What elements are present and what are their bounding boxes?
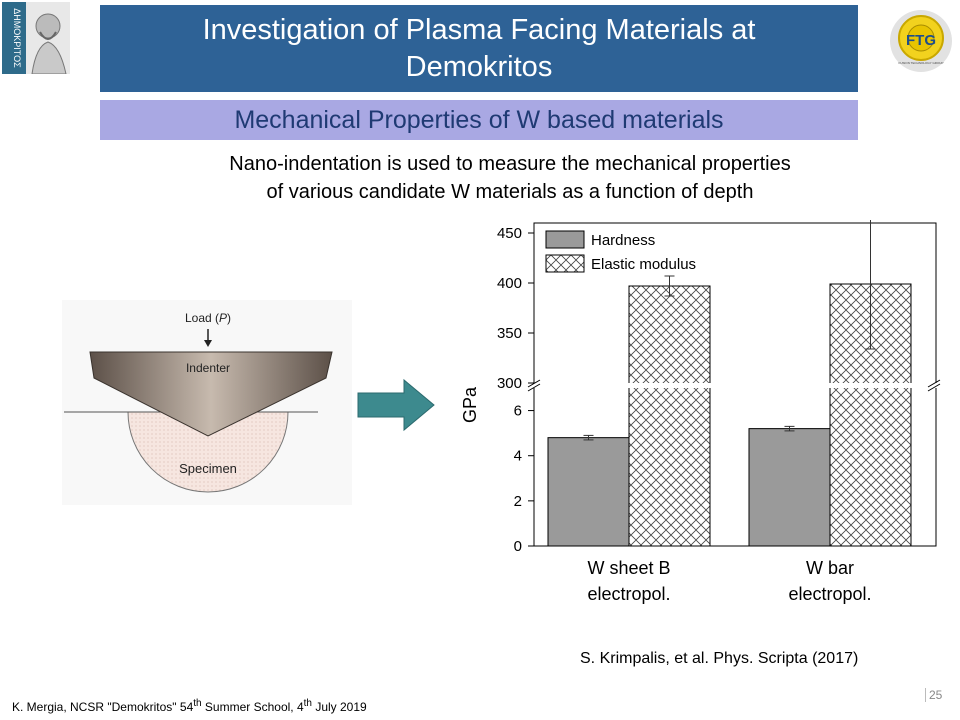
y-tick-label-lower-2: 4	[514, 448, 522, 465]
y-tick-label-upper-3: 450	[497, 225, 522, 242]
indenter-shape	[89, 351, 333, 437]
right-arrow-icon	[356, 378, 436, 433]
bar-elastic-modulus-0	[628, 285, 711, 547]
section-subtitle-text: Mechanical Properties of W based materia…	[234, 106, 724, 134]
legend-swatch-elastic-modulus	[545, 254, 585, 273]
y-tick-label-upper-0: 300	[497, 375, 522, 392]
axis-break-mark-b-1	[927, 383, 941, 392]
x-tick-label-1-1: electropol.	[788, 584, 871, 604]
bar-hardness-1	[748, 428, 831, 547]
axis-break-mark-a-1	[927, 379, 941, 388]
page-number: 25	[925, 688, 942, 702]
page-title: Investigation of Plasma Facing Materials…	[100, 5, 858, 92]
y-tick-label-upper-2: 400	[497, 275, 522, 292]
demokritos-logo: ΔΗΜΟΚΡΙΤΟΣ	[2, 2, 70, 75]
section-subtitle: Mechanical Properties of W based materia…	[100, 100, 858, 140]
y-tick-label-lower-3: 6	[514, 403, 522, 420]
indenter-label: Indenter	[186, 361, 230, 375]
axis-break-gap	[526, 383, 946, 388]
specimen-shape	[127, 411, 289, 493]
intro-line-2: of various candidate W materials as a fu…	[266, 181, 754, 203]
logo-left-text: ΔΗΜΟΚΡΙΤΟΣ	[12, 8, 22, 68]
legend-label-hardness: Hardness	[591, 232, 655, 249]
intro-line-1: Nano-indentation is used to measure the …	[229, 153, 791, 175]
bar-hardness-0	[547, 437, 630, 547]
y-tick-label-lower-1: 2	[514, 493, 522, 510]
ftg-logo-text: FTG	[906, 32, 936, 49]
gpa-bar-chart: 0 2 4 6 300 350 400 450 Hardness Elastic modulu…	[456, 218, 956, 620]
nanoindentation-diagram: Indenter Specimen Load (P)	[62, 300, 352, 505]
y-tick-label-upper-1: 350	[497, 325, 522, 342]
footer-text: K. Mergia, NCSR "Demokritos" 54th Summer…	[12, 698, 367, 714]
x-tick-label-0-0: W sheet B	[587, 558, 670, 578]
page-title-text: Investigation of Plasma Facing Materials…	[202, 13, 756, 83]
ftg-logo: FTG FUSION TECHNOLOGY GROUP	[886, 8, 956, 74]
chart-legend: Hardness Elastic modulus	[545, 230, 696, 273]
legend-swatch-hardness	[545, 230, 585, 249]
x-tick-label-0-1: electropol.	[587, 584, 670, 604]
x-tick-label-1-0: W bar	[806, 558, 854, 578]
intro-text: Nano-indentation is used to measure the …	[160, 150, 860, 206]
y-tick-label-lower-0: 0	[514, 538, 522, 555]
load-label: Load (P)	[185, 311, 231, 325]
ftg-logo-small-text: FUSION TECHNOLOGY GROUP	[899, 61, 944, 65]
y-axis-label: GPa	[460, 386, 480, 423]
specimen-label: Specimen	[179, 461, 237, 476]
legend-label-elastic-modulus: Elastic modulus	[591, 256, 696, 273]
citation: S. Krimpalis, et al. Phys. Scripta (2017…	[580, 650, 859, 667]
axis-break-mark-b-0	[527, 383, 541, 392]
